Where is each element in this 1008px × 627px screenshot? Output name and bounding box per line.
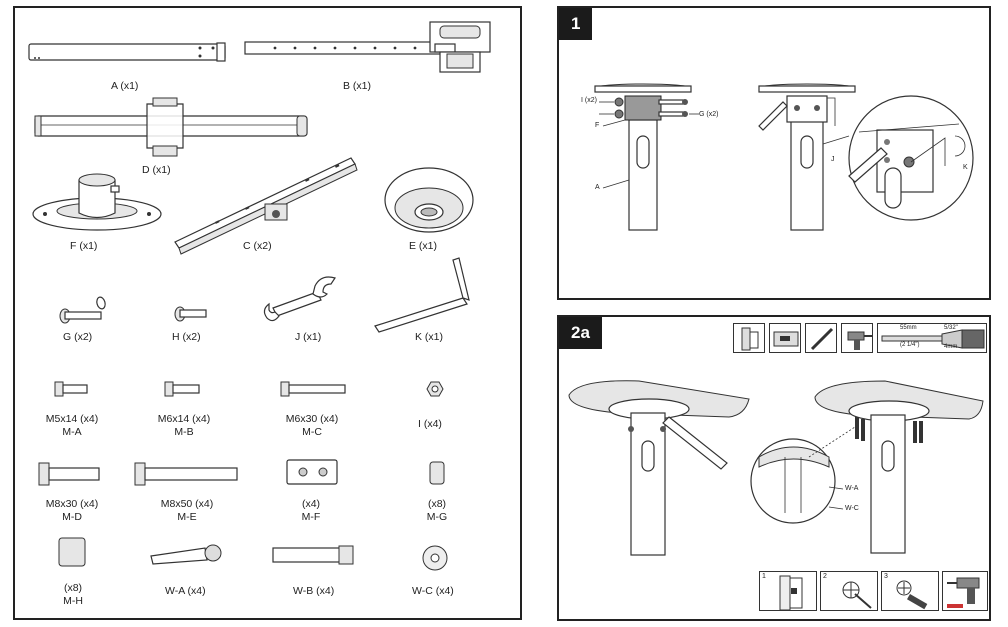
part-d-crossbar-drawing <box>34 97 308 157</box>
hardware-row-1-drawings <box>54 381 444 397</box>
part-e-cover-drawing <box>384 167 474 233</box>
hardware-ma-code: M-A <box>62 426 82 438</box>
hardware-md-label: M8x30 (x4) M-D <box>37 498 107 524</box>
part-k-hexkey-drawing <box>374 257 470 333</box>
part-a-label: A (x1) <box>111 80 139 92</box>
sub-step-2-number: 2 <box>823 573 827 580</box>
stud-finder-icon <box>769 323 801 353</box>
part-h-label: H (x2) <box>172 331 201 343</box>
hardware-mf-qty: (x4) <box>301 498 321 510</box>
part-a-pole-drawing <box>28 42 226 62</box>
hardware-mb-label: M6x14 (x4) M-B <box>149 413 219 439</box>
step-1-label-j: J <box>831 156 835 163</box>
part-b-label: B (x1) <box>343 80 372 92</box>
step-1-label-f: F <box>595 122 600 129</box>
part-d-label: D (x1) <box>142 164 171 176</box>
drill-bit-inch-text: 5/32" <box>944 325 958 331</box>
step-1-label-i: I (x2) <box>581 97 597 104</box>
part-f-label: F (x1) <box>70 240 98 252</box>
hardware-mb-size: M6x14 (x4) <box>157 413 211 425</box>
hardware-i-label: I (x4) <box>418 418 442 430</box>
sub-step-3-box: 3 <box>881 571 939 611</box>
step-2a-right-assembly <box>814 380 984 554</box>
hardware-md-code: M-D <box>62 511 82 523</box>
step-1-middle-assembly <box>758 83 856 231</box>
hardware-mc-code: M-C <box>302 426 322 438</box>
drill-bit-mm-text: 4mm <box>944 344 958 350</box>
step-1-label-g: G (x2) <box>699 111 719 118</box>
step-1-badge: 1 <box>559 8 593 40</box>
step-1-label-a: A <box>595 184 600 191</box>
hardware-wa-label: W-A (x4) <box>165 585 206 597</box>
pencil-icon <box>805 323 837 353</box>
part-j-label: J (x1) <box>295 331 322 343</box>
part-c-rail-drawing <box>174 157 358 255</box>
hardware-md-size: M8x30 (x4) <box>45 498 99 510</box>
sub-step-2-box: 2 <box>820 571 878 611</box>
part-b-pole-drawing <box>244 21 491 73</box>
part-e-label: E (x1) <box>409 240 438 252</box>
step-2a-panel: 2a 55mm (2 1/4") 5/32" 4mm <box>557 315 991 621</box>
part-j-wrench-drawing <box>263 276 336 322</box>
sub-step-1-number: 1 <box>762 573 766 580</box>
hardware-mg-qty: (x8) <box>427 498 447 510</box>
step-2a-left-assembly <box>568 380 750 556</box>
step-1-illustration <box>594 83 974 231</box>
hardware-mc-size: M6x30 (x4) <box>285 413 339 425</box>
hardware-ma-label: M5x14 (x4) M-A <box>37 413 107 439</box>
drill-bit-spec-icon: 55mm (2 1/4") 5/32" 4mm <box>877 323 987 353</box>
hardware-row-3-drawings <box>58 537 448 571</box>
hardware-wc-label: W-C (x4) <box>412 585 454 597</box>
step-2a-badge: 2a <box>559 317 602 349</box>
step-2a-label-wa: W-A <box>845 485 859 492</box>
part-c-label: C (x2) <box>243 240 272 252</box>
hardware-me-label: M8x50 (x4) M-E <box>150 498 224 524</box>
step-1-label-k: K <box>963 164 968 171</box>
step-1-detail-zoom <box>822 95 974 221</box>
step-1-left-assembly <box>594 83 699 231</box>
hardware-mg-code: M-G <box>426 511 448 523</box>
hardware-me-code: M-E <box>177 511 197 523</box>
step-2a-detail-zoom <box>750 426 856 524</box>
sub-step-3-number: 3 <box>884 573 888 580</box>
hardware-mf-label: (x4) M-F <box>291 498 331 524</box>
step-1-panel: 1 <box>557 6 991 300</box>
hardware-mh-qty: (x8) <box>63 582 83 594</box>
drill-depth-inch-text: (2 1/4") <box>900 342 920 348</box>
drill-depth-text: 55mm <box>900 325 917 331</box>
hardware-mh-code: M-H <box>63 595 83 607</box>
wall-stud-icon <box>733 323 765 353</box>
hardware-mc-label: M6x30 (x4) M-C <box>277 413 347 439</box>
hardware-mg-label: (x8) M-G <box>417 498 457 524</box>
parts-list-panel: A (x1) B (x1) D (x1) F (x1) C (x2) E (x1… <box>13 6 522 620</box>
step-2a-label-wc: W-C <box>845 505 859 512</box>
sub-step-drill-box <box>942 571 988 611</box>
sub-step-1-box: 1 <box>759 571 817 611</box>
parts-illustrations <box>28 21 491 571</box>
hardware-row-2-drawings <box>38 459 445 486</box>
hardware-mh-label: (x8) M-H <box>53 582 93 608</box>
part-k-label: K (x1) <box>415 331 444 343</box>
hardware-mb-code: M-B <box>174 426 194 438</box>
hardware-wb-label: W-B (x4) <box>293 585 335 597</box>
part-f-flange-drawing <box>32 173 162 231</box>
drill-icon <box>841 323 873 353</box>
part-h-pin-drawing <box>174 306 207 322</box>
part-g-label: G (x2) <box>63 331 93 343</box>
part-g-pin-drawing <box>59 296 106 324</box>
hardware-me-size: M8x50 (x4) <box>160 498 214 510</box>
hardware-mf-code: M-F <box>301 511 321 523</box>
hardware-ma-size: M5x14 (x4) <box>45 413 99 425</box>
step-2a-illustration <box>568 380 984 556</box>
